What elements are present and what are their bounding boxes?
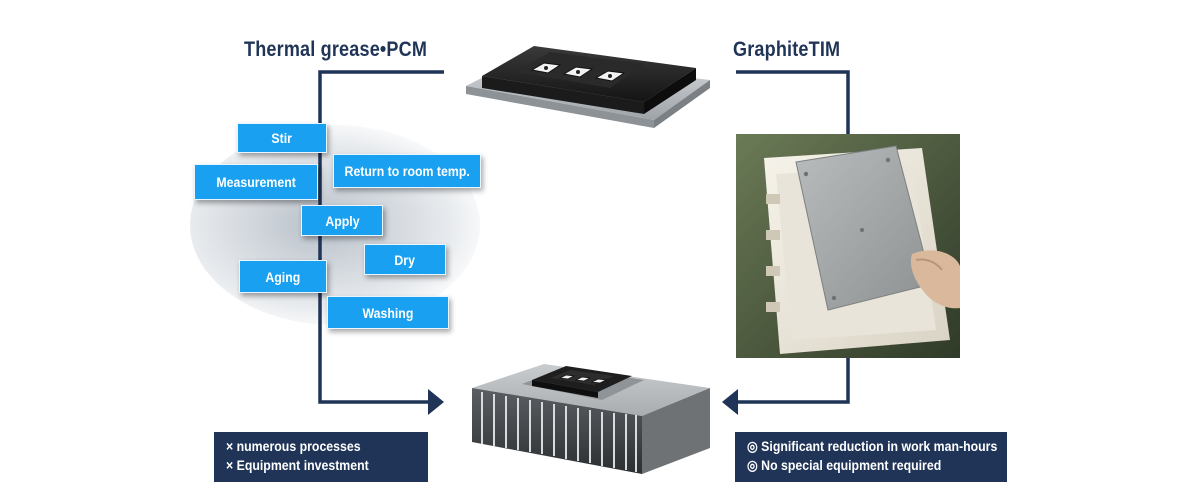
step-measurement: Measurement	[194, 164, 318, 200]
graphite-sheet-photo	[736, 134, 960, 358]
right-flow-line	[736, 70, 850, 134]
step-apply: Apply	[301, 205, 383, 236]
heading-graphite-tim: GraphiteTIM	[733, 38, 841, 61]
heatsink-icon	[472, 364, 710, 474]
note-right-line-1: ◎ Significant reduction in work man-hour…	[747, 438, 998, 454]
note-left-line-1: × numerous processes	[226, 438, 361, 454]
step-dry: Dry	[364, 244, 446, 275]
power-module-icon	[466, 46, 710, 128]
left-arrowhead	[428, 389, 444, 415]
step-return-to-room-temp: Return to room temp.	[333, 154, 481, 188]
step-stir: Stir	[237, 123, 327, 153]
right-arrowhead	[722, 389, 738, 415]
note-grease-drawbacks: × numerous processes × Equipment investm…	[214, 432, 428, 482]
note-right-line-2: ◎ No special equipment required	[747, 457, 942, 473]
note-graphite-benefits: ◎ Significant reduction in work man-hour…	[735, 432, 1007, 482]
note-left-line-2: × Equipment investment	[226, 457, 369, 473]
left-flow-line	[318, 70, 444, 404]
step-washing: Washing	[327, 296, 449, 329]
right-flow-line-lower	[738, 358, 850, 404]
step-aging: Aging	[239, 260, 327, 293]
heading-thermal-grease-pcm: Thermal grease•PCM	[244, 38, 428, 61]
